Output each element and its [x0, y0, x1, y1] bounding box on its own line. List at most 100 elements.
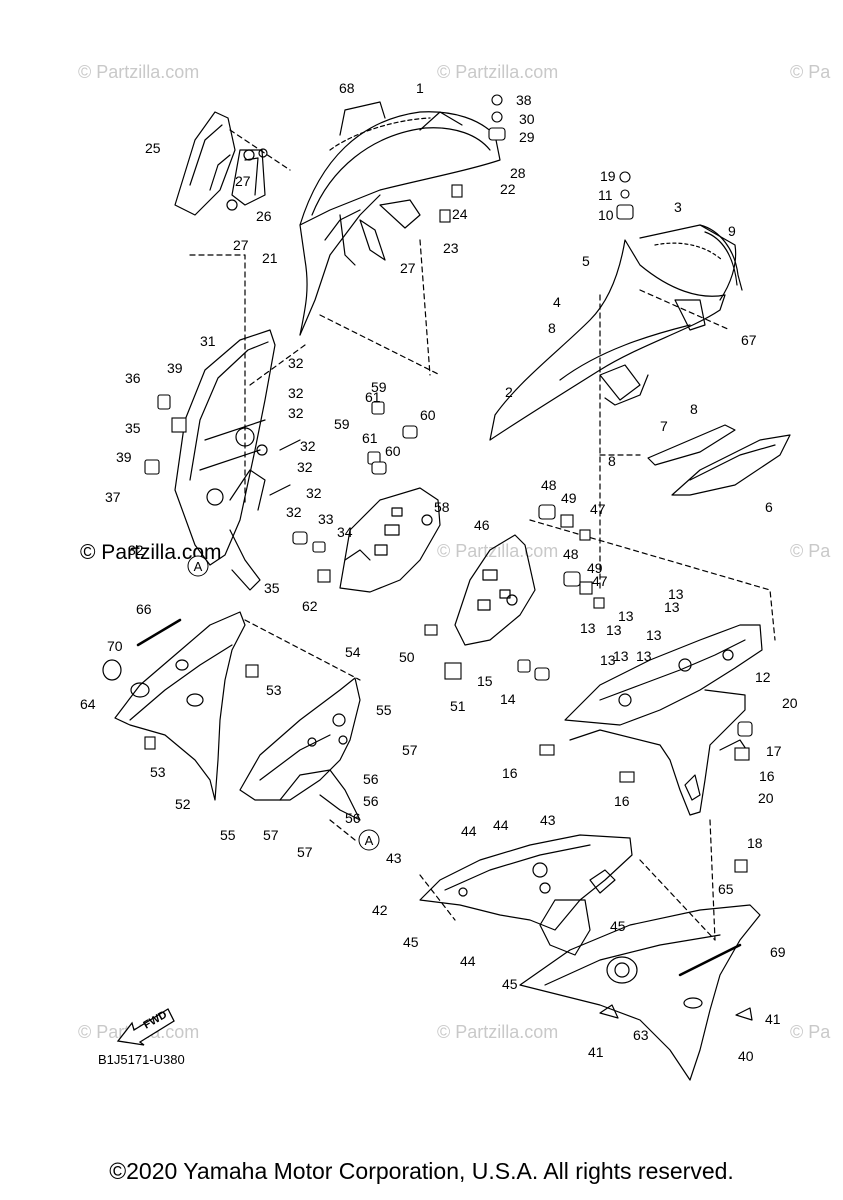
callout-14: 14	[500, 691, 516, 707]
callout-62: 62	[302, 598, 318, 614]
callout-58: 58	[434, 499, 450, 515]
callout-32: 32	[286, 504, 302, 520]
callout-36: 36	[125, 370, 141, 386]
callout-32: 32	[288, 355, 304, 371]
callout-25: 25	[145, 140, 161, 156]
hardware-marks	[144, 94, 753, 873]
callout-45: 45	[610, 918, 626, 934]
callout-13: 13	[646, 627, 662, 643]
callout-17: 17	[766, 743, 782, 759]
callout-59: 59	[334, 416, 350, 432]
callout-18: 18	[747, 835, 763, 851]
callout-47: 47	[590, 501, 606, 517]
callout-30: 30	[519, 111, 535, 127]
callout-13: 13	[668, 586, 684, 602]
callout-24: 24	[452, 206, 468, 222]
callout-53: 53	[266, 682, 282, 698]
watermark: © Partzilla.com	[437, 62, 559, 82]
callout-56: 56	[363, 793, 379, 809]
callout-19: 19	[600, 168, 616, 184]
callout-66: 66	[136, 601, 152, 617]
callout-labels: 1234567888910111213131313131313131314151…	[80, 80, 798, 1064]
callout-38: 38	[516, 92, 532, 108]
callout-35: 35	[125, 420, 141, 436]
fwd-arrow-icon: FWD	[114, 997, 184, 1052]
callout-52: 52	[175, 796, 191, 812]
callout-8: 8	[548, 320, 556, 336]
center-bracket-part	[339, 487, 441, 593]
callout-59: 59	[371, 379, 387, 395]
callout-13: 13	[580, 620, 596, 636]
callout-4: 4	[553, 294, 561, 310]
callout-11: 11	[598, 187, 613, 203]
callout-21: 21	[262, 250, 278, 266]
callout-23: 23	[443, 240, 459, 256]
callout-22: 22	[500, 181, 516, 197]
upper-cowl-part	[299, 101, 501, 336]
callout-7: 7	[660, 418, 668, 434]
callout-40: 40	[738, 1048, 754, 1064]
callout-27: 27	[235, 173, 251, 189]
callout-48: 48	[541, 477, 557, 493]
callout-16: 16	[614, 793, 630, 809]
callout-51: 51	[450, 698, 466, 714]
callout-15: 15	[477, 673, 493, 689]
callout-32: 32	[306, 485, 322, 501]
watermark: © Pa	[790, 1022, 831, 1042]
callout-57: 57	[263, 827, 279, 843]
upper-left-panel-part	[174, 111, 268, 216]
right-bracket-part	[454, 534, 536, 646]
callout-37: 37	[105, 489, 121, 505]
callout-29: 29	[519, 129, 535, 145]
callout-47: 47	[592, 573, 608, 589]
callout-68: 68	[339, 80, 355, 96]
callout-31: 31	[200, 333, 216, 349]
callout-57: 57	[402, 742, 418, 758]
callout-55: 55	[376, 702, 392, 718]
callout-61: 61	[365, 389, 381, 405]
callout-20: 20	[758, 790, 774, 806]
callout-13: 13	[636, 648, 652, 664]
callout-32: 32	[300, 438, 316, 454]
callout-6: 6	[765, 499, 773, 515]
callout-50: 50	[399, 649, 415, 665]
callout-43: 43	[386, 850, 402, 866]
callout-44: 44	[460, 953, 476, 969]
callout-39: 39	[116, 449, 132, 465]
watermark: © Partzilla.com	[78, 62, 200, 82]
reference-markers	[187, 555, 380, 851]
callout-8: 8	[608, 453, 616, 469]
callout-43: 43	[540, 812, 556, 828]
left-inner-panel-part	[174, 329, 301, 591]
callout-16: 16	[502, 765, 518, 781]
callout-39: 39	[167, 360, 183, 376]
callout-32: 32	[288, 405, 304, 421]
reference-letter: A	[194, 559, 203, 574]
callout-42: 42	[372, 902, 388, 918]
callout-70: 70	[107, 638, 123, 654]
callout-10: 10	[598, 207, 614, 223]
callout-9: 9	[728, 223, 736, 239]
callout-26: 26	[256, 208, 272, 224]
callout-32: 32	[288, 385, 304, 401]
callout-56: 56	[363, 771, 379, 787]
watermark: © Partzilla.com	[437, 1022, 559, 1042]
callout-16: 16	[759, 768, 775, 784]
callout-57: 57	[297, 844, 313, 860]
callout-28: 28	[510, 165, 526, 181]
callout-41: 41	[765, 1011, 781, 1027]
callout-13: 13	[618, 608, 634, 624]
callout-2: 2	[505, 384, 513, 400]
assembly-lines	[189, 129, 776, 941]
lower-center-panel-part	[419, 834, 633, 956]
copyright-footer: ©2020 Yamaha Motor Corporation, U.S.A. A…	[109, 1158, 734, 1184]
left-lower-cowl-part	[102, 611, 246, 801]
right-inner-panel-part	[564, 624, 763, 816]
callout-54: 54	[345, 644, 361, 660]
callout-45: 45	[403, 934, 419, 950]
callout-27: 27	[233, 237, 249, 253]
watermark: © Pa	[790, 62, 831, 82]
right-cowl-part	[489, 224, 743, 441]
callout-5: 5	[582, 253, 590, 269]
